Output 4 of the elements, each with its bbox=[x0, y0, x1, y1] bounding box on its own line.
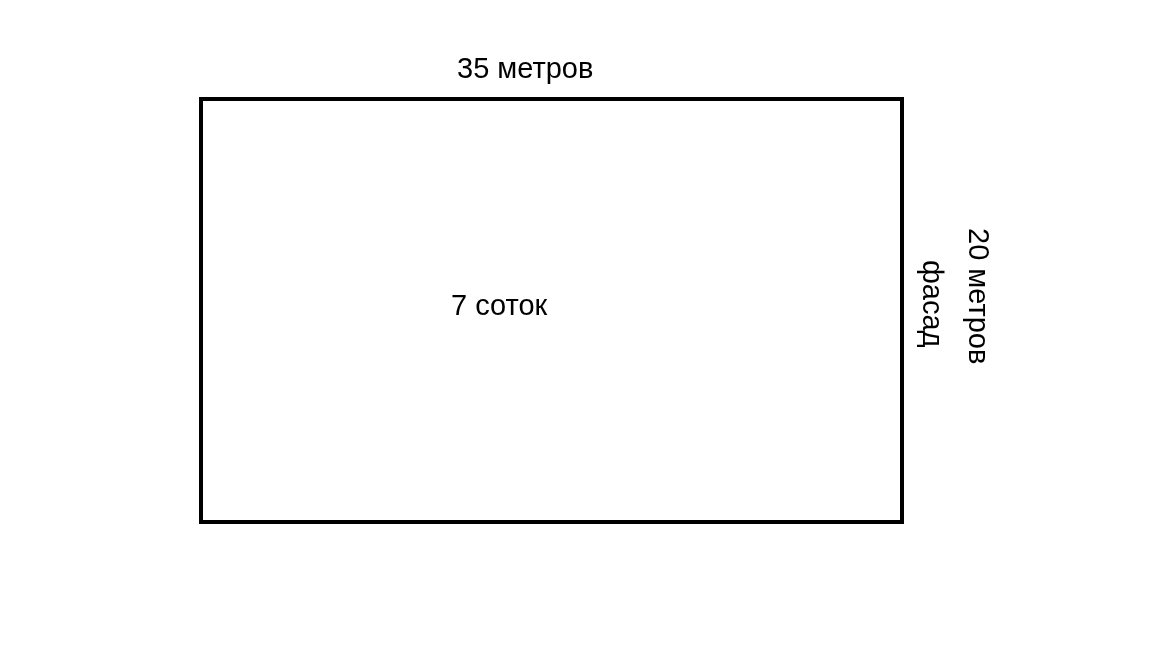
dimension-label: 35 метров bbox=[457, 54, 594, 83]
dimension-label: 20 метров bbox=[964, 228, 993, 365]
plot-boundary bbox=[199, 97, 904, 524]
area-label: 7 соток bbox=[451, 291, 548, 320]
